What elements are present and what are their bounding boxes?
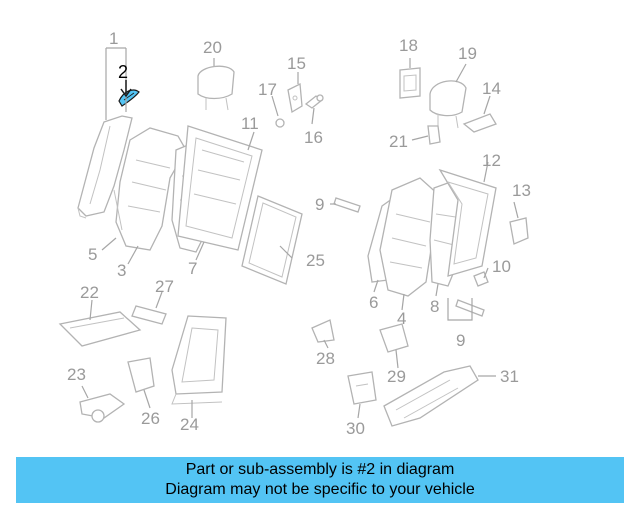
leader-lines [81,47,519,419]
part-4-seat-back-pad [379,177,441,297]
part-9-bolt-upper [333,197,361,213]
part-28-clip [311,319,335,343]
callout-labels: 1 2 3 4 5 6 7 8 9 9 10 11 12 13 14 15 16… [67,29,531,438]
part-1-side-trim [77,115,133,219]
callout-20: 20 [203,38,222,57]
part-11-frame [177,125,263,251]
part-25-panel [241,195,303,285]
callout-31: 31 [500,367,519,386]
part-24-armrest [171,315,227,405]
callout-28: 28 [316,349,335,368]
callout-3: 3 [117,261,126,280]
part-9-bolt-lower [455,299,485,317]
part-12-frame [438,168,497,277]
callout-6: 6 [369,293,378,312]
info-banner: Part or sub-assembly is #2 in diagram Di… [16,457,624,503]
part-13-latch [509,217,529,245]
banner-line-disclaimer: Diagram may not be specific to your vehi… [165,481,475,498]
part-16-bolt [304,94,324,109]
part-31-rail [383,365,479,427]
callout-19: 19 [458,44,477,63]
part-15-bracket [287,82,303,114]
callout-18: 18 [399,36,418,55]
callout-29: 29 [387,367,406,386]
callout-24: 24 [180,415,199,434]
part-23-bracket [79,393,126,423]
callout-17: 17 [258,80,277,99]
callout-22: 22 [80,283,99,302]
part-29-bracket [379,323,409,353]
callout-1: 1 [109,29,118,48]
callout-15: 15 [287,54,306,73]
callout-12: 12 [482,151,501,170]
banner-line-part: Part or sub-assembly is #2 in diagram [185,461,455,478]
callout-23: 23 [67,365,86,384]
callout-26: 26 [141,409,160,428]
part-30-mount [347,371,377,405]
part-19-headrest [429,80,467,129]
callout-14: 14 [482,79,501,98]
part-22-cushion-pad [58,311,142,347]
callout-9-lower: 9 [456,331,465,350]
callout-13: 13 [512,181,531,200]
callout-4: 4 [397,309,406,328]
callout-10: 10 [492,257,511,276]
part-14-bracket [462,113,497,133]
callout-5: 5 [88,245,97,264]
callout-7: 7 [188,259,197,278]
callout-16: 16 [304,128,323,147]
callout-9-upper: 9 [315,195,324,214]
callout-30: 30 [346,419,365,438]
part-17-clip [275,118,285,128]
callout-11: 11 [241,114,259,133]
part-20-headrest [197,65,235,111]
parts-diagram: 1 2 3 4 5 6 7 8 9 9 10 11 12 13 14 15 16… [58,29,531,438]
callout-21: 21 [389,132,408,151]
part-26-trim-panel [127,357,155,393]
part-21-sleeve [427,125,441,145]
callout-25: 25 [306,251,325,270]
callout-8: 8 [430,297,439,316]
callout-27: 27 [155,277,174,296]
part-27-strip [131,305,167,325]
callout-2-highlighted: 2 [118,62,128,82]
part-18-guide [399,67,421,99]
part-3-seat-back-pad [113,127,187,251]
